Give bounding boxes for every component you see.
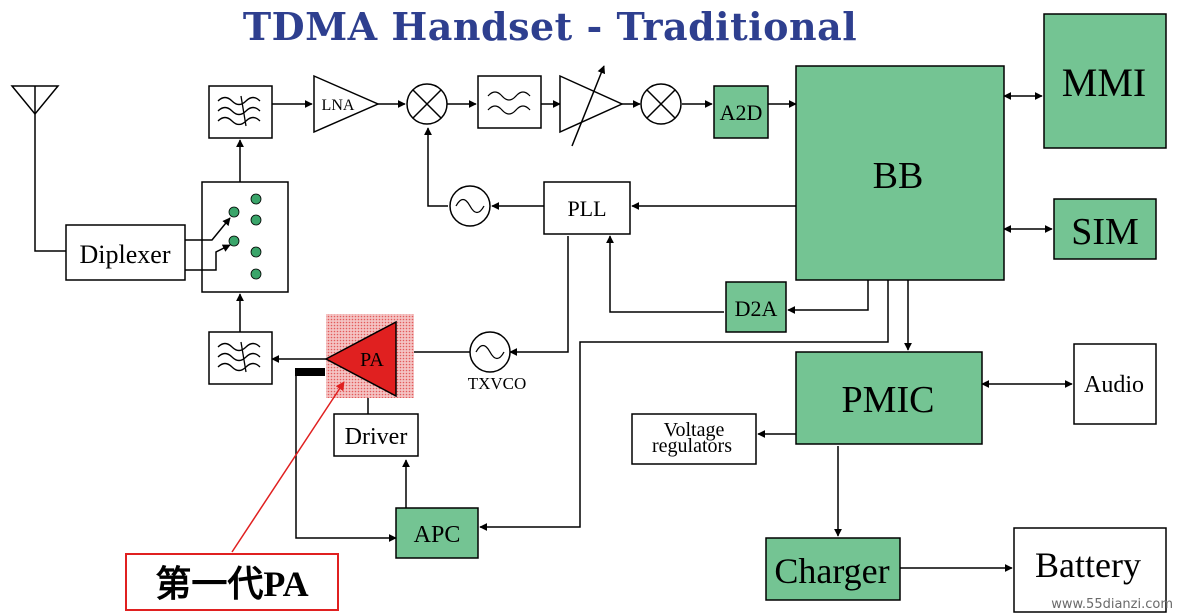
pa-block: PA xyxy=(324,314,414,398)
pll-block: PLL xyxy=(543,181,631,235)
driver-label: Driver xyxy=(345,424,408,450)
pmic-label: PMIC xyxy=(842,379,935,421)
annotation-label: 第一代PA xyxy=(155,564,308,604)
filter-icon xyxy=(208,85,273,139)
sim-block: SIM xyxy=(1053,198,1157,260)
mixer-icon xyxy=(406,83,448,125)
charger-block: Charger xyxy=(765,537,901,601)
diagram-title: TDMA Handset - Traditional xyxy=(242,4,858,49)
filter-icon xyxy=(208,331,273,385)
watermark: www.55dianzi.com xyxy=(1051,597,1173,612)
apc-block: APC xyxy=(395,507,479,559)
voltage-regulators-block: Voltage regulators xyxy=(631,413,757,465)
annotation-pointer xyxy=(231,381,345,553)
pmic-block: PMIC xyxy=(795,351,983,445)
d2a-block: D2A xyxy=(725,281,787,333)
diplexer-label: Diplexer xyxy=(80,240,171,269)
sim-label: SIM xyxy=(1071,211,1139,253)
pll-label: PLL xyxy=(567,196,606,221)
lna-amplifier: LNA xyxy=(313,74,380,134)
oscillator-icon xyxy=(475,344,505,360)
mixer-icon xyxy=(640,83,682,125)
battery-label: Battery xyxy=(1035,545,1141,585)
charger-label: Charger xyxy=(774,551,889,591)
variable-amplifier-icon xyxy=(559,65,624,147)
mmi-label: MMI xyxy=(1062,60,1146,105)
a2d-block: A2D xyxy=(713,85,769,139)
bandpass-filter-icon xyxy=(477,75,542,129)
battery-block: Battery xyxy=(1013,527,1167,613)
oscillator-icon xyxy=(449,185,491,227)
txvco-label: TXVCO xyxy=(468,374,527,393)
txvco-oscillator: TXVCO xyxy=(468,331,527,393)
mmi-block: MMI xyxy=(1043,13,1167,149)
driver-block: Driver xyxy=(333,413,419,457)
diplexer-block: Diplexer xyxy=(65,224,186,281)
bb-block: BB xyxy=(795,65,1005,281)
apc-label: APC xyxy=(414,522,461,548)
annotation-box: 第一代PA xyxy=(125,553,339,611)
a2d-label: A2D xyxy=(720,100,763,125)
voltage-label: Voltage xyxy=(664,419,725,441)
antenna-icon xyxy=(10,85,60,116)
regulators-label: regulators xyxy=(652,435,732,457)
bb-label: BB xyxy=(873,155,924,197)
audio-block: Audio xyxy=(1073,343,1157,425)
d2a-label: D2A xyxy=(735,296,778,321)
lna-label: LNA xyxy=(322,97,355,114)
connections xyxy=(34,92,1073,572)
switch-icon xyxy=(185,181,289,293)
pa-label: PA xyxy=(360,349,384,371)
audio-label: Audio xyxy=(1084,372,1144,398)
coupler-bar xyxy=(295,368,325,376)
